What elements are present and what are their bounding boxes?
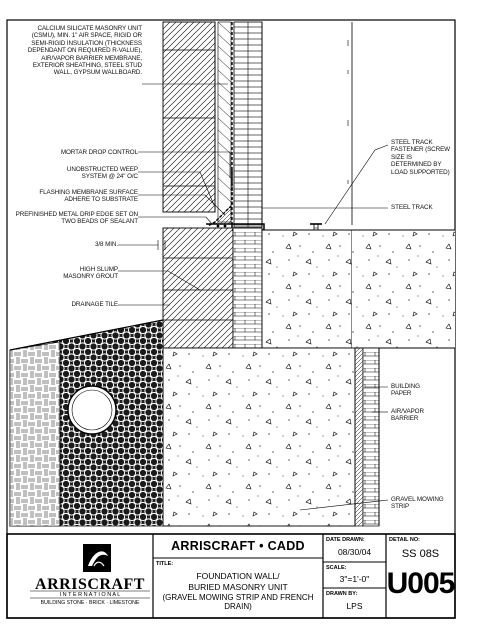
- drawing-title-line-2: BURIED MASONRY UNIT: [188, 582, 288, 592]
- note-gravel-mowing-strip: GRAVEL MOWING STRIP: [391, 496, 444, 511]
- buried-masonry-unit: [162, 227, 234, 349]
- detail-number: SS 08S: [401, 548, 440, 560]
- foundation-wall: [162, 347, 380, 527]
- building-paper: [354, 347, 364, 527]
- drawn-by: LPS: [346, 601, 363, 611]
- title-label: TITLE:: [156, 561, 174, 567]
- note-drip-edge: PREFINISHED METAL DRIP EDGE SET ON TWO B…: [15, 211, 138, 226]
- drawing-title-line-1: FOUNDATION WALL/: [196, 571, 280, 581]
- detail-label: DETAIL No:: [389, 537, 420, 543]
- drawing-title-line-3: (GRAVEL MOWING STRIP AND FRENCH DRAIN): [162, 593, 314, 611]
- note-air-vapor-barrier: AIR/VAPOR BARRIER: [391, 408, 424, 423]
- native-soil: [9, 341, 61, 527]
- note-building-paper: BUILDING PAPER: [391, 383, 420, 398]
- note-min-gap: 3/8 MIN.: [95, 241, 118, 248]
- company-name: ARRISCRAFT: [35, 576, 145, 593]
- note-flashing-membrane: FLASHING MEMBRANE SURFACE ADHERE TO SUBS…: [39, 189, 138, 204]
- company-tagline: BUILDING STONE · BRICK · LIMESTONE: [40, 600, 140, 606]
- cadd-header: ARRISCRAFT • CADD: [171, 539, 305, 553]
- drainage-tile: [67, 385, 117, 435]
- company-logo-mark: [83, 544, 111, 572]
- scale-label: SCALE:: [326, 565, 347, 571]
- note-steel-track: STEEL TRACK: [391, 204, 433, 211]
- drawing-scale: 3"=1'-0": [339, 574, 370, 584]
- exterior-grade: [9, 319, 164, 527]
- note-drainage-tile: DRAINAGE TILE: [71, 301, 118, 308]
- note-wall-assembly: CALCIUM SILICATE MASONRY UNIT (CSMU), MI…: [27, 25, 142, 77]
- upper-wall-assembly: [162, 21, 353, 228]
- concrete-foundation: [162, 347, 356, 527]
- date-drawn: 08/30/04: [337, 547, 372, 557]
- title-block: [6, 533, 456, 619]
- masonry-grout: [232, 227, 263, 349]
- buried-masonry-wall: [162, 227, 455, 349]
- note-weep-system: UNOBSTRUCTED WEEP SYSTEM @ 24" O/C: [66, 166, 138, 181]
- floor-slab: [261, 229, 353, 349]
- air-vapor-barrier: [362, 347, 380, 527]
- csmu-veneer: [162, 21, 216, 213]
- sheet-number: U005: [386, 567, 456, 600]
- drawn-by-label: DRAWN BY:: [326, 591, 358, 597]
- date-label: DATE DRAWN:: [326, 537, 365, 543]
- leader-lines: [118, 83, 389, 511]
- company-subtitle: I N T E R N A T I O N A L: [59, 592, 121, 598]
- note-mortar-drop: MORTAR DROP CONTROL: [60, 149, 138, 156]
- note-masonry-grout: HIGH SLUMP MASONRY GROUT: [63, 266, 118, 281]
- note-track-fastener: STEEL TRACK FASTENER (SCREW SIZE IS DETE…: [391, 139, 451, 176]
